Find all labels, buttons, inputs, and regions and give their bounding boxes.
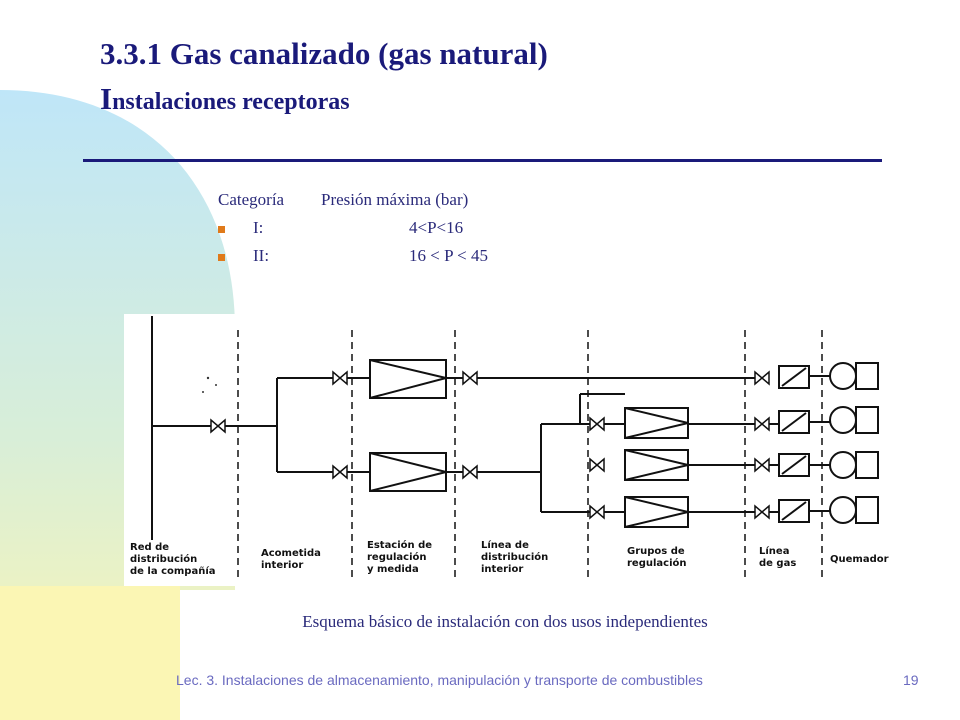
label-grupos: Grupos de regulación (627, 546, 687, 569)
bullet-icon (218, 254, 225, 261)
label-acometida: Acometida interior (261, 548, 321, 571)
category-value: I: (253, 218, 264, 237)
title-line-1: 3.3.1 Gas canalizado (gas natural) (100, 36, 548, 71)
label-linea-gas: Línea de gas (759, 546, 797, 569)
label-red-distribucion: Red de distribución de la compañía (130, 542, 216, 577)
schematic-drawing (151, 316, 879, 580)
slide-title: 3.3.1 Gas canalizado (gas natural) Insta… (100, 38, 548, 114)
footer-text: Lec. 3. Instalaciones de almacenamiento,… (176, 672, 703, 688)
category-value: II: (253, 246, 270, 265)
title-rest: nstalaciones receptoras (112, 89, 350, 115)
label-linea-distribucion: Línea de distribución interior (481, 540, 549, 575)
title-initial: I (100, 81, 113, 116)
label-quemador: Quemador (830, 554, 889, 565)
category-header: Categoría (218, 190, 285, 209)
diagram-caption: Esquema básico de instalación con dos us… (302, 612, 708, 631)
installation-schematic: Red de distribución de la compañía Acome… (124, 314, 894, 586)
label-estacion: Estación de regulación y medida (367, 540, 433, 575)
pressure-value: 16 < P < 45 (409, 246, 488, 265)
pressure-value: 4<P<16 (409, 218, 464, 237)
title-underline (83, 159, 882, 162)
title-line-2: Instalaciones receptoras (100, 83, 548, 114)
bullet-icon (218, 226, 225, 233)
pressure-header: Presión máxima (bar) (321, 190, 469, 209)
page-number: 19 (903, 672, 919, 688)
